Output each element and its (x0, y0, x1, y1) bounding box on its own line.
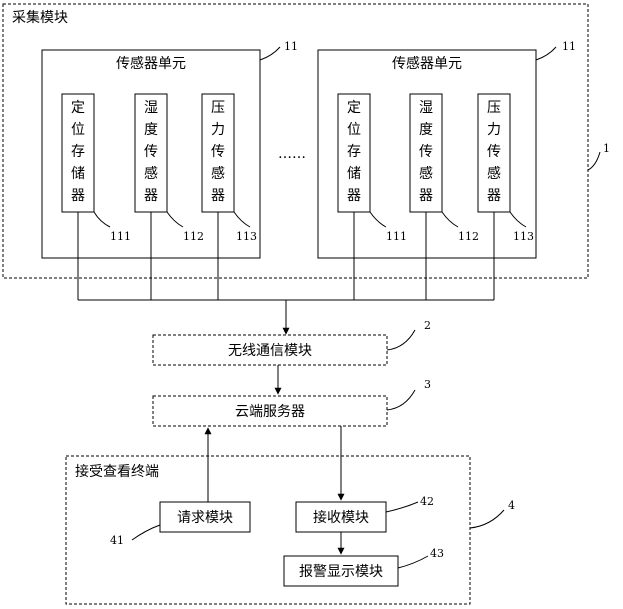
leader-line-42 (386, 502, 418, 512)
ref-label-43: 43 (430, 547, 444, 560)
sensor-unit-right-title: 传感器单元 (392, 55, 462, 72)
wireless-module-label: 无线通信模块 (228, 343, 312, 359)
leader-line-2 (387, 330, 415, 350)
ref-label-42: 42 (420, 495, 434, 508)
sensor-unit-left-title: 传感器单元 (116, 55, 186, 72)
leader-line-41 (132, 525, 160, 540)
ref-label-113-left: 113 (236, 230, 257, 243)
pressure-sensor-right-label: 压力传感器 (487, 100, 501, 204)
receive-module-label: 接收模块 (313, 509, 369, 526)
ref-label-41: 41 (110, 534, 124, 547)
viewing-terminal-title: 接受查看终端 (75, 463, 159, 480)
ref-label-11-left: 11 (284, 40, 298, 53)
leader-line-11-left (260, 47, 280, 60)
humidity-sensor-left-label: 湿度传感器 (144, 100, 158, 204)
acquisition-module-title: 采集模块 (12, 9, 68, 26)
ref-label-2: 2 (424, 319, 431, 332)
ref-label-4: 4 (508, 499, 515, 512)
viewing-terminal: 接受查看终端 4 请求模块 41 接收模块 42 报警显示模块 43 (66, 456, 515, 604)
request-module-label: 请求模块 (177, 510, 233, 526)
alarm-display-module-label: 报警显示模块 (299, 564, 383, 580)
positioning-memory-left-label: 定位存储器 (71, 100, 85, 204)
ref-label-112-left: 112 (183, 230, 204, 243)
wireless-module: 无线通信模块 2 (153, 319, 431, 365)
sensor-unit-right: 传感器单元 11 定位存储器 111 湿度传感器 112 压力传感器 113 (318, 40, 576, 258)
leader-line-4 (470, 510, 504, 528)
leader-line-1 (588, 152, 600, 170)
pressure-sensor-left-label: 压力传感器 (211, 100, 225, 204)
ref-label-1: 1 (603, 142, 610, 155)
cloud-server: 云端服务器 3 (153, 378, 431, 426)
humidity-sensor-right-label: 湿度传感器 (419, 100, 433, 204)
leader-line-43 (398, 556, 428, 568)
leader-line-3 (387, 390, 415, 410)
cloud-server-label: 云端服务器 (235, 404, 305, 420)
ref-label-111-right: 111 (386, 230, 407, 243)
positioning-memory-right-label: 定位存储器 (347, 100, 361, 204)
ref-label-111-left: 111 (110, 230, 131, 243)
ref-label-113-right: 113 (513, 230, 534, 243)
ref-label-3: 3 (424, 378, 431, 391)
ref-label-112-right: 112 (458, 230, 479, 243)
leader-line-11-right (536, 47, 556, 60)
ref-label-11-right: 11 (562, 40, 576, 53)
ellipsis: …… (278, 146, 306, 162)
sensor-unit-left: 传感器单元 11 定位存储器 111 湿度传感器 112 压力传感器 113 (42, 40, 298, 258)
